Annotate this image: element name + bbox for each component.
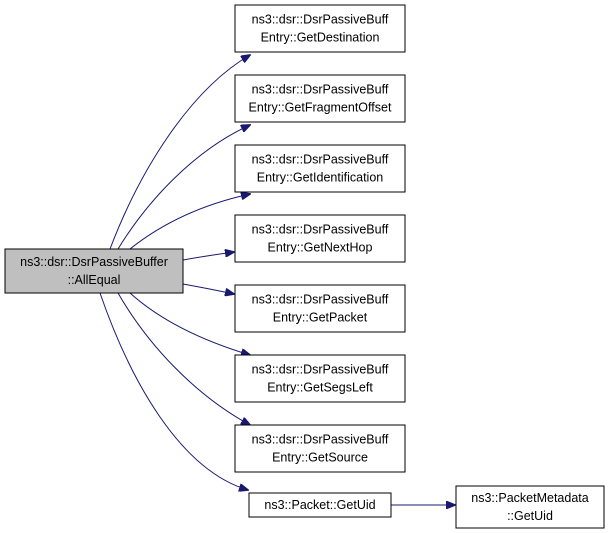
node-label: ns3::dsr::DsrPassiveBuff — [252, 153, 389, 167]
node-label: ns3::dsr::DsrPassiveBuff — [252, 363, 389, 377]
node-getfragmentoffset[interactable]: ns3::dsr::DsrPassiveBuffEntry::GetFragme… — [234, 74, 406, 123]
node-label: Entry::GetFragmentOffset — [249, 101, 392, 115]
edge-root-to-getsource — [117, 292, 250, 425]
node-label: ns3::dsr::DsrPassiveBuff — [252, 223, 389, 237]
node-root[interactable]: ns3::dsr::DsrPassiveBuffer::AllEqual — [4, 248, 184, 294]
node-label: ::GetUid — [507, 509, 553, 523]
node-label: ns3::dsr::DsrPassiveBuffer — [20, 255, 168, 269]
node-label: Entry::GetIdentification — [257, 171, 384, 185]
node-label: Entry::GetPacket — [273, 311, 368, 325]
node-getidentification[interactable]: ns3::dsr::DsrPassiveBuffEntry::GetIdenti… — [234, 144, 406, 193]
edge-root-to-getpacket — [182, 283, 234, 294]
node-label: ::AllEqual — [68, 273, 121, 287]
edge-root-to-packet-getuid — [99, 292, 248, 490]
node-box[interactable] — [455, 485, 605, 529]
node-getdestination[interactable]: ns3::dsr::DsrPassiveBuffEntry::GetDestin… — [234, 4, 406, 53]
edge-root-to-getnexthop — [182, 252, 234, 261]
edge-root-to-getidentification — [129, 194, 250, 250]
node-box[interactable] — [4, 248, 184, 294]
node-getsegsleft[interactable]: ns3::dsr::DsrPassiveBuffEntry::GetSegsLe… — [234, 354, 406, 403]
node-box[interactable] — [234, 424, 406, 473]
node-label: Entry::GetSource — [272, 451, 368, 465]
node-box[interactable] — [234, 4, 406, 53]
node-box[interactable] — [234, 214, 406, 263]
node-box[interactable] — [234, 144, 406, 193]
node-box[interactable] — [234, 74, 406, 123]
node-label: ns3::dsr::DsrPassiveBuff — [252, 433, 389, 447]
node-label: ns3::dsr::DsrPassiveBuff — [252, 13, 389, 27]
node-packetmetadata-getuid[interactable]: ns3::PacketMetadata::GetUid — [455, 485, 605, 529]
node-label: Entry::GetSegsLeft — [267, 381, 373, 395]
node-getnexthop[interactable]: ns3::dsr::DsrPassiveBuffEntry::GetNextHo… — [234, 214, 406, 263]
node-box[interactable] — [234, 354, 406, 403]
node-box[interactable] — [234, 284, 406, 333]
node-label: ns3::PacketMetadata — [471, 491, 588, 505]
node-box[interactable] — [248, 492, 392, 518]
edge-root-to-getfragmentoffset — [117, 125, 250, 250]
node-label: ns3::dsr::DsrPassiveBuff — [252, 83, 389, 97]
node-label: ns3::Packet::GetUid — [264, 498, 375, 512]
node-label: Entry::GetDestination — [261, 31, 380, 45]
node-label: ns3::dsr::DsrPassiveBuff — [252, 293, 389, 307]
node-packet-getuid[interactable]: ns3::Packet::GetUid — [248, 492, 392, 518]
edge-root-to-getsegsleft — [129, 292, 250, 355]
edge-root-to-getdestination — [109, 55, 250, 250]
node-label: Entry::GetNextHop — [268, 241, 373, 255]
